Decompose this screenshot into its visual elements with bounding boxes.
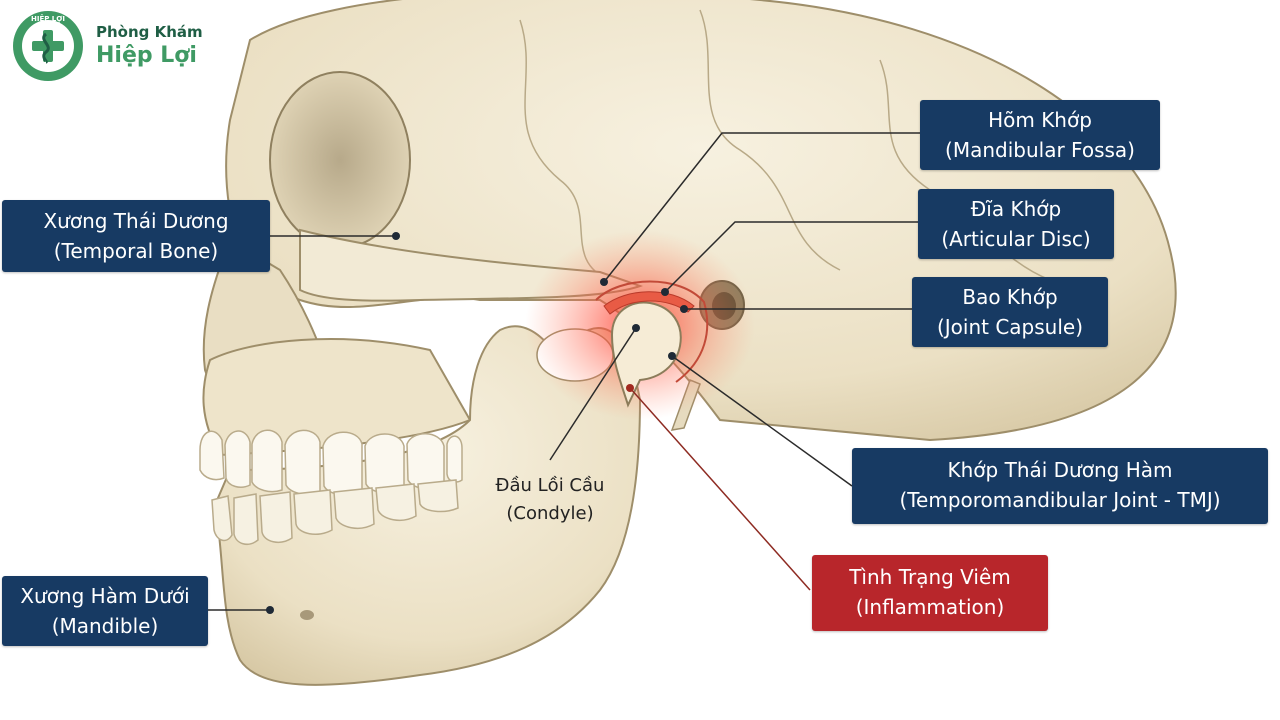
label-tmj: Khớp Thái Dương Hàm (Temporomandibular J… — [852, 448, 1268, 524]
lower-teeth — [211, 479, 459, 545]
clinic-logo: HIỆP LỢI — [13, 11, 83, 81]
label-temporal-bone-en: (Temporal Bone) — [53, 239, 219, 263]
brand-line2: Hiệp Lợi — [96, 43, 197, 68]
label-condyle: Đầu Lồi Cầu (Condyle) — [470, 472, 630, 528]
label-joint-capsule: Bao Khớp (Joint Capsule) — [912, 277, 1108, 347]
label-inflammation: Tình Trạng Viêm (Inflammation) — [812, 555, 1048, 631]
label-mandible: Xương Hàm Dưới (Mandible) — [2, 576, 208, 646]
label-inflammation-en: (Inflammation) — [855, 595, 1005, 619]
label-tmj-en: (Temporomandibular Joint - TMJ) — [899, 488, 1221, 512]
label-temporal-bone-vi: Xương Thái Dương — [43, 209, 229, 233]
label-mandibular-fossa-vi: Hõm Khớp — [988, 108, 1092, 132]
brand-text: Phòng Khám Hiệp Lợi — [96, 22, 203, 70]
condyle-shape — [610, 301, 682, 408]
label-articular-disc: Đĩa Khớp (Articular Disc) — [918, 189, 1114, 259]
logo-ring-text: HIỆP LỢI — [31, 14, 65, 23]
label-articular-disc-en: (Articular Disc) — [941, 227, 1091, 251]
leader-lines — [208, 132, 920, 611]
inflammation-leader — [629, 387, 811, 591]
label-mandible-vi: Xương Hàm Dưới — [20, 584, 190, 608]
eye-socket — [269, 71, 411, 249]
label-tmj-vi: Khớp Thái Dương Hàm — [947, 458, 1173, 482]
brand-line1: Phòng Khám — [96, 23, 203, 41]
label-articular-disc-vi: Đĩa Khớp — [970, 197, 1062, 221]
clinic-brand: HIỆP LỢI Phòng Khám Hiệp Lợi — [12, 10, 203, 82]
label-inflammation-vi: Tình Trạng Viêm — [849, 565, 1011, 589]
label-temporal-bone: Xương Thái Dương (Temporal Bone) — [2, 200, 270, 272]
label-mandibular-fossa-en: (Mandibular Fossa) — [945, 138, 1135, 162]
label-condyle-en: (Condyle) — [506, 503, 594, 524]
label-joint-capsule-vi: Bao Khớp — [962, 285, 1058, 309]
label-joint-capsule-en: (Joint Capsule) — [936, 315, 1084, 339]
label-condyle-vi: Đầu Lồi Cầu — [495, 475, 605, 496]
label-mandibular-fossa: Hõm Khớp (Mandibular Fossa) — [920, 100, 1160, 170]
label-mandible-en: (Mandible) — [51, 614, 159, 638]
